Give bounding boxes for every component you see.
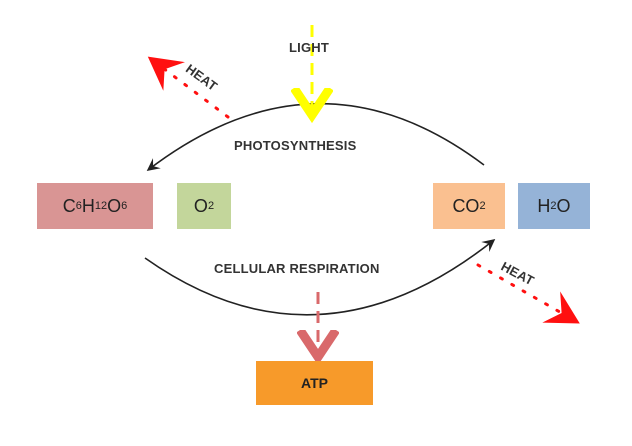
oxygen-count: 2 xyxy=(207,200,215,212)
co-symbol: CO xyxy=(452,195,480,216)
hydrogen-count: 2 xyxy=(550,200,557,212)
heat-arrow-top xyxy=(147,56,230,119)
heat-arrow-bottom xyxy=(476,263,580,324)
hydrogen-symbol: H xyxy=(81,195,95,216)
atp-box: ATP xyxy=(256,361,373,405)
oxygen-count: 2 xyxy=(479,200,486,212)
oxygen-count: 6 xyxy=(121,200,128,212)
hydrogen-symbol: H xyxy=(537,195,551,216)
photosynthesis-arrow xyxy=(146,102,485,171)
oxygen-symbol: O xyxy=(193,195,208,216)
cellular-respiration-label: CELLULAR RESPIRATION xyxy=(214,261,380,276)
oxygen-symbol: O xyxy=(107,195,122,216)
atp-label: ATP xyxy=(301,375,328,391)
oxygen-symbol: O xyxy=(556,195,571,216)
photosynthesis-label: PHOTOSYNTHESIS xyxy=(234,138,357,153)
hydrogen-count: 12 xyxy=(94,200,108,212)
carbon-symbol: C xyxy=(62,195,76,216)
carbon-count: 6 xyxy=(75,200,82,212)
light-label: LIGHT xyxy=(289,40,329,55)
